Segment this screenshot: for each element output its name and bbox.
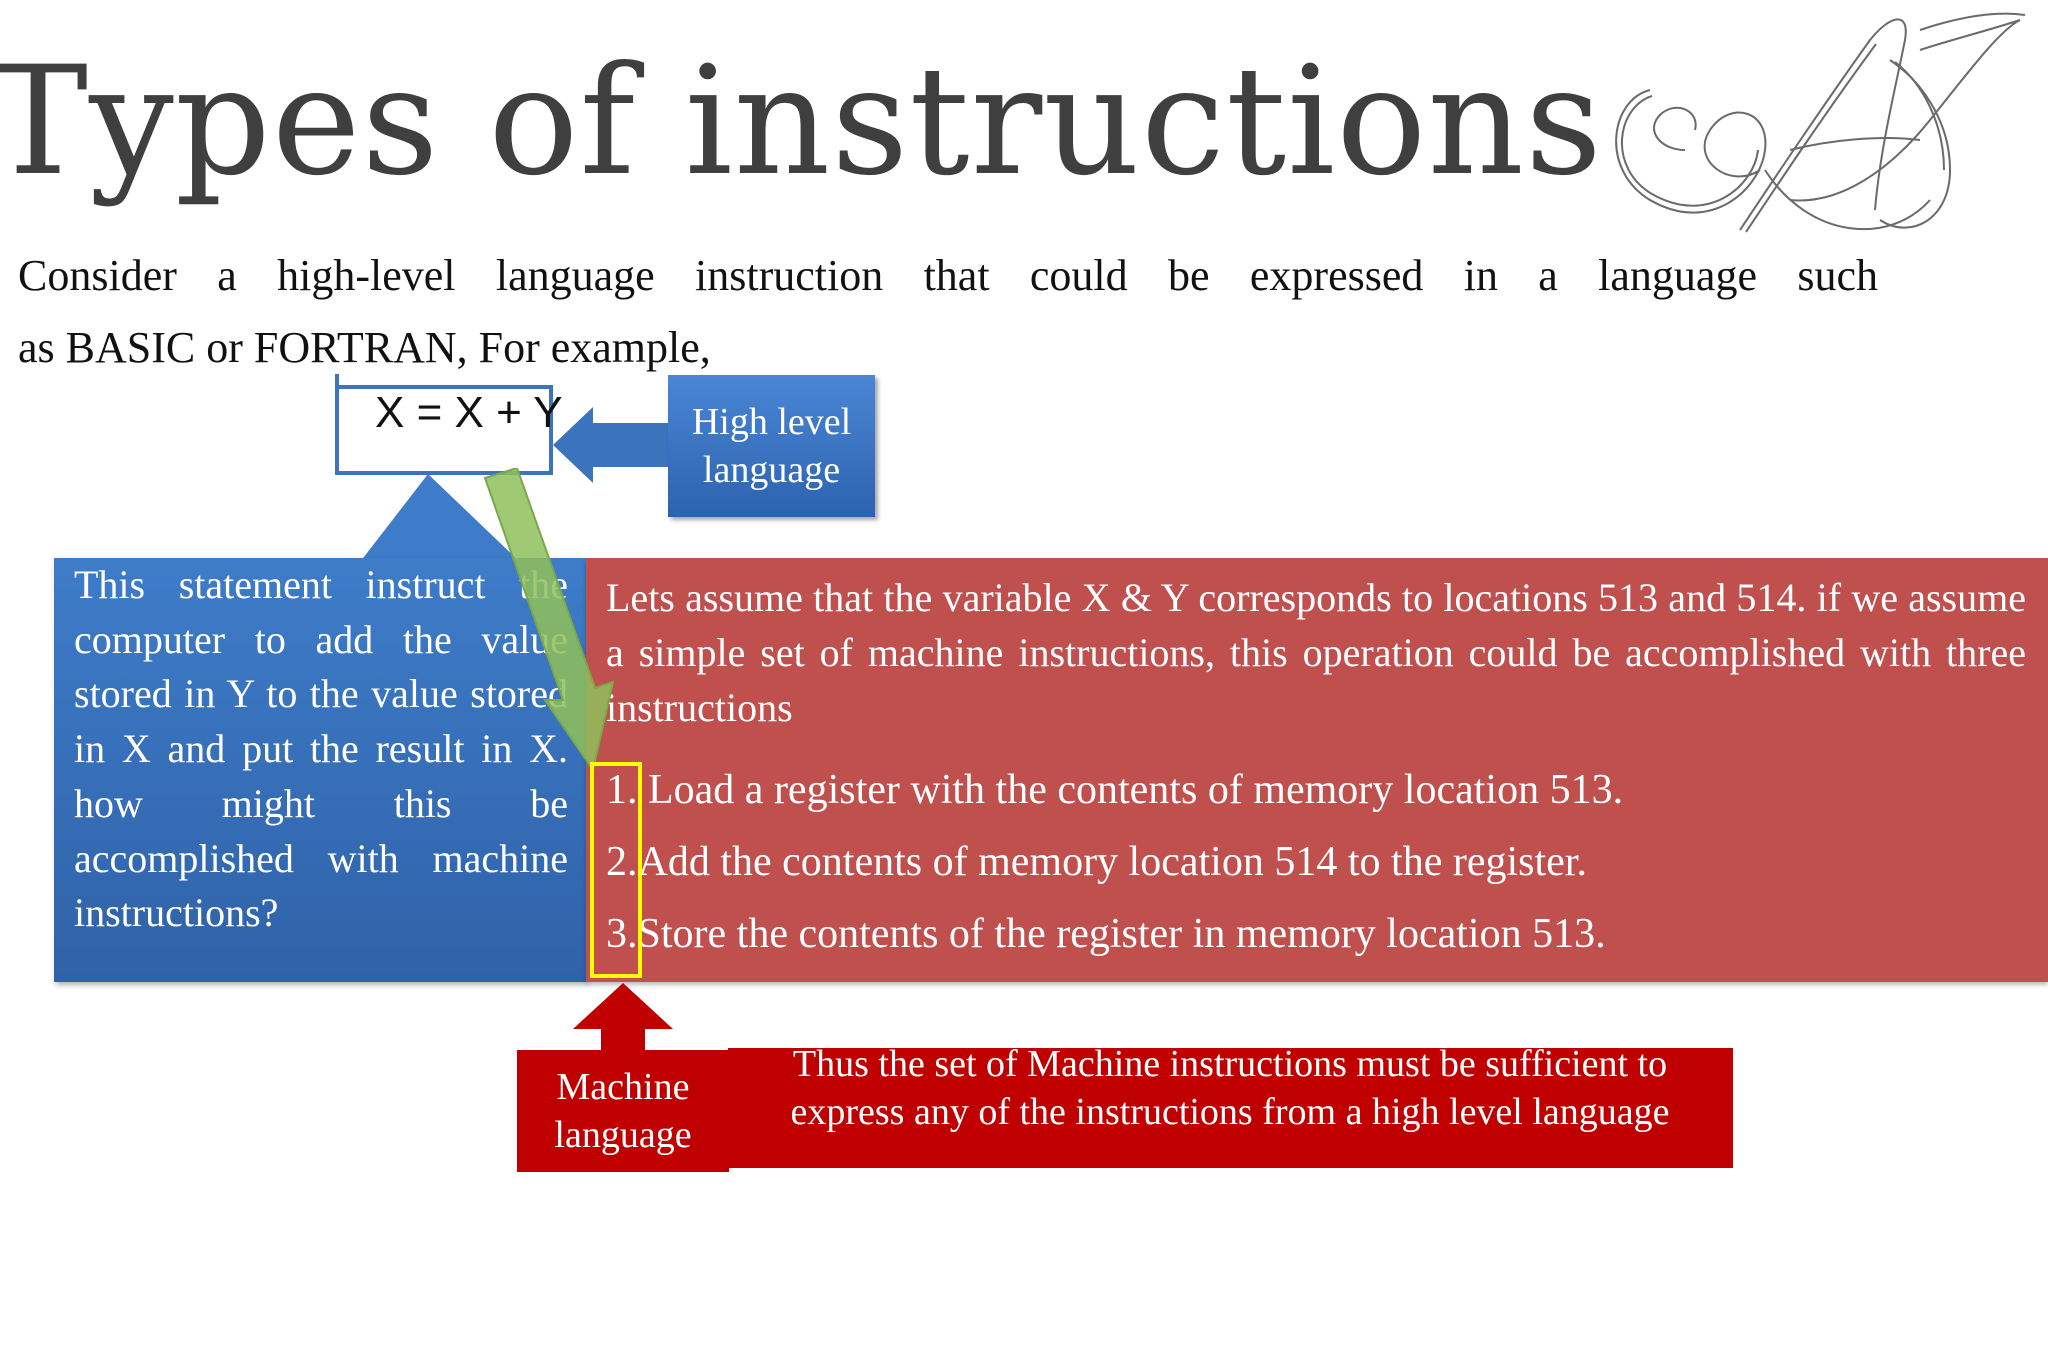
step-3: 3.Store the contents of the register in … [606, 911, 1606, 957]
equation-box-tick [335, 374, 339, 388]
red-panel-paragraph: Lets assume that the variable X & Y corr… [606, 575, 2026, 730]
slide-title: Types of instructions [0, 35, 1604, 209]
intro-line-1: Consider a high-level language instructi… [18, 251, 1878, 300]
aj-monogram-logo [1615, 12, 2026, 233]
intro-paragraph: Consider a high-level language instructi… [18, 240, 1878, 384]
up-arrow-icon [573, 983, 673, 1053]
step-numbers-highlight [590, 762, 642, 978]
high-level-language-box: High level language [668, 375, 875, 517]
red-explanation-panel [586, 558, 2048, 982]
step-1: 1. Load a register with the contents of … [606, 767, 1624, 813]
equation-text: X = X + Y [375, 388, 563, 437]
left-arrow-icon [553, 407, 673, 483]
callout-pointer [360, 474, 520, 562]
conclusion-text: Thus the set of Machine instructions mus… [790, 1043, 1670, 1133]
machine-language-box: Machine language [517, 1050, 729, 1172]
equation-box [335, 385, 553, 475]
blue-callout-text: This statement instruct the computer to … [74, 562, 568, 936]
conclusion-box [728, 1048, 1733, 1168]
machine-label-line-2: language [554, 1114, 692, 1156]
green-arrow-icon [483, 468, 615, 773]
step-2: 2.Add the contents of memory location 51… [606, 839, 1587, 885]
high-level-label-line-2: language [702, 449, 841, 491]
machine-label-line-1: Machine [556, 1066, 690, 1108]
high-level-label-line-1: High level [691, 401, 852, 443]
intro-line-2: as BASIC or FORTRAN, For example, [18, 323, 711, 372]
blue-callout-box [54, 558, 586, 982]
